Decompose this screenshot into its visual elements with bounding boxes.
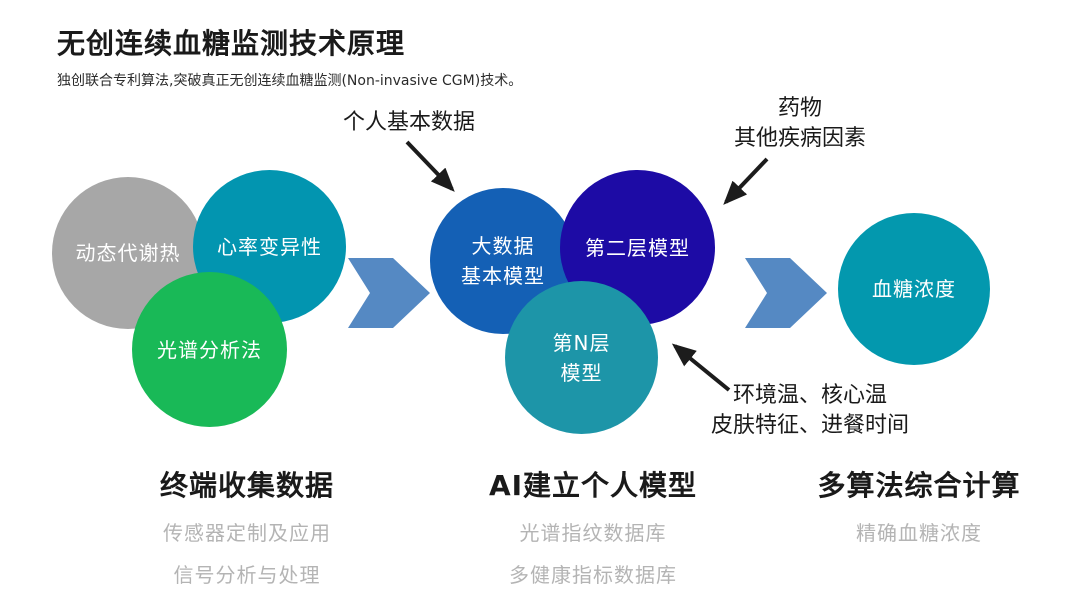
page-subtitle: 独创联合专利算法,突破真正无创连续血糖监测(Non-invasive CGM)技…	[57, 73, 523, 89]
flow-chevron-2-icon	[745, 258, 827, 328]
circle-heart-rate-variability-label: 心率变异性	[217, 234, 322, 259]
circle-metabolic-heat-label: 动态代谢热	[75, 241, 181, 265]
circle-glucose-concentration: 血糖浓度	[838, 213, 990, 365]
section-terminal-data-collection: 终端收集数据 传感器定制及应用 信号分析与处理	[77, 464, 417, 588]
annotation-arrow-drugs-icon	[723, 157, 769, 205]
section-2-heading: AI建立个人模型	[488, 469, 698, 502]
section-multi-algorithm-computation: 多算法综合计算 精确血糖浓度	[749, 464, 1080, 546]
section-3-sub-1: 精确血糖浓度	[856, 521, 982, 545]
circle-big-data-base-model-label-line2: 基本模型	[461, 264, 545, 288]
annotation-environment-line2: 皮肤特征、进餐时间	[710, 413, 909, 438]
circle-glucose-concentration-label: 血糖浓度	[872, 277, 956, 301]
annotation-personal-basic-data-line1: 个人基本数据	[343, 110, 476, 135]
flow-chevron-1-icon	[348, 258, 430, 328]
section-1-sub-1: 传感器定制及应用	[163, 521, 331, 545]
section-ai-personal-model: AI建立个人模型 光谱指纹数据库 多健康指标数据库	[423, 464, 763, 588]
annotation-environment-factors: 环境温、核心温 皮肤特征、进餐时间	[688, 381, 932, 441]
annotation-drugs-line1: 药物	[777, 96, 822, 121]
page-title: 无创连续血糖监测技术原理	[57, 27, 406, 60]
header: 无创连续血糖监测技术原理 独创联合专利算法,突破真正无创连续血糖监测(Non-i…	[57, 22, 522, 90]
section-1-heading: 终端收集数据	[159, 469, 334, 502]
annotation-arrow-personal-data-icon	[405, 140, 455, 192]
circle-spectral-analysis: 光谱分析法	[132, 272, 287, 427]
circle-metabolic-heat: 动态代谢热	[52, 177, 204, 329]
circle-nth-layer-model: 第N层 模型	[505, 281, 658, 434]
circle-spectral-analysis-label: 光谱分析法	[157, 337, 262, 362]
section-2-sub-1: 光谱指纹数据库	[519, 521, 667, 545]
circle-second-layer-model-label: 第二层模型	[585, 235, 690, 260]
annotation-drugs-other-diseases: 药物 其他疾病因素	[700, 94, 900, 154]
circle-nth-layer-model-label-line1: 第N层	[552, 330, 611, 355]
circle-nth-layer-model-label-line2: 模型	[560, 360, 603, 385]
section-2-sub-2: 多健康指标数据库	[509, 563, 677, 587]
circle-big-data-base-model-label-line1: 大数据	[471, 234, 535, 258]
annotation-environment-line1: 环境温、核心温	[732, 383, 887, 408]
annotation-personal-basic-data: 个人基本数据	[343, 108, 475, 138]
section-1-sub-2: 信号分析与处理	[173, 563, 321, 587]
annotation-drugs-line2: 其他疾病因素	[733, 126, 866, 151]
section-3-heading: 多算法综合计算	[817, 469, 1021, 502]
